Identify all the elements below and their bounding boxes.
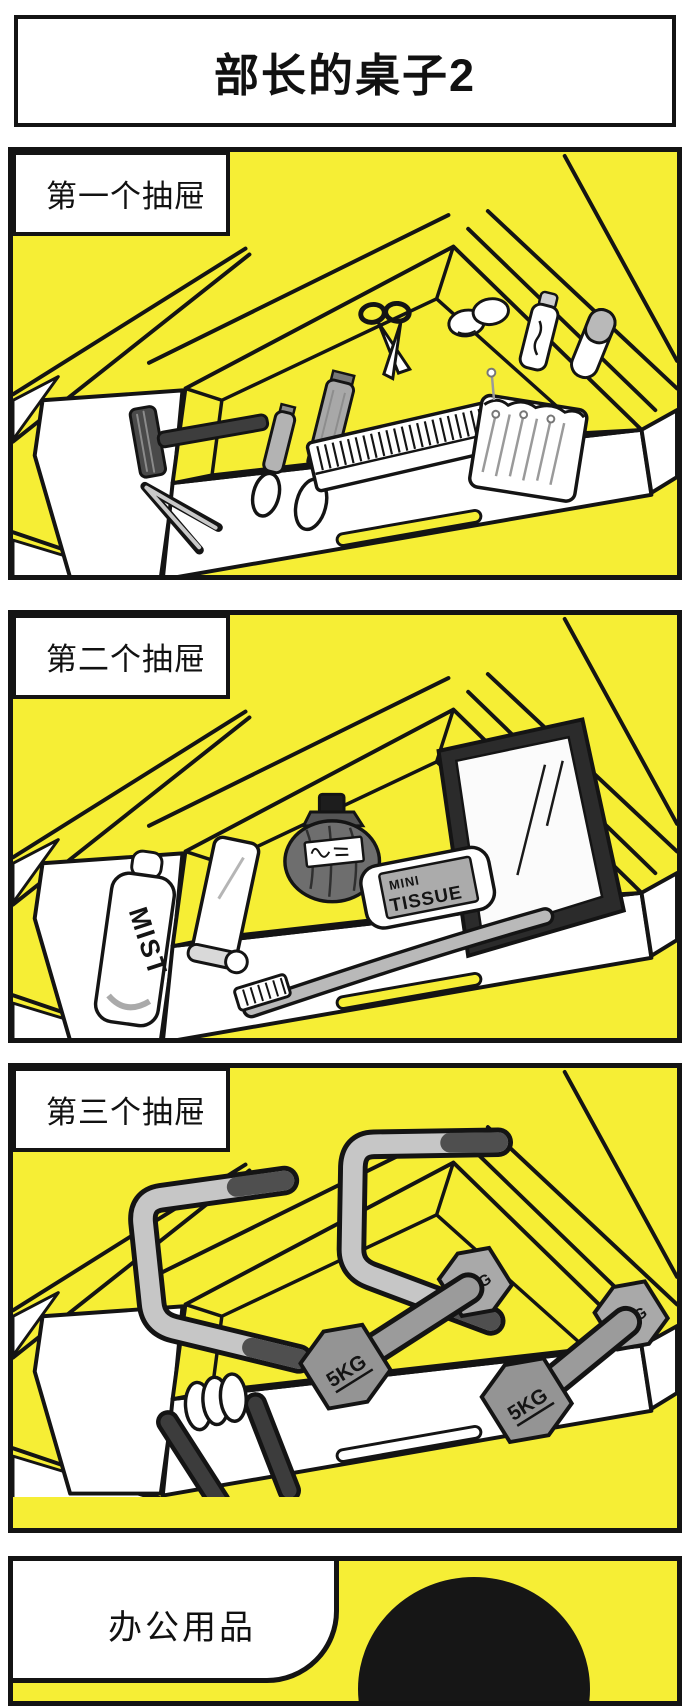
panel-third-drawer: 第三个抽屉 xyxy=(8,1063,682,1533)
tweezers xyxy=(140,481,223,555)
page-title: 部长的桌子2 xyxy=(213,49,477,101)
speech-bubble: 办公用品 xyxy=(13,1561,339,1683)
comic-title-box: 部长的桌子2 xyxy=(14,15,676,127)
pushup-bar-1 xyxy=(128,1165,314,1374)
cotton-swab-pack xyxy=(468,367,589,503)
panel-3-label-text: 第三个抽屉 xyxy=(46,1095,206,1130)
partial-caption: 办公用品 xyxy=(108,1609,256,1647)
person-head-silhouette xyxy=(358,1577,590,1701)
cream-tube xyxy=(518,290,560,372)
cologne-pouch xyxy=(283,792,382,904)
hand-gripper xyxy=(156,1372,302,1497)
drawer-2-illustration: MIST MINI TISSUE xyxy=(13,616,677,1038)
panel-1-label: 第一个抽屉 xyxy=(13,152,230,236)
panel-2-label-text: 第二个抽屉 xyxy=(46,642,206,677)
panel-2-label: 第二个抽屉 xyxy=(13,615,230,699)
toothbrush xyxy=(233,907,555,1019)
nail-clipper xyxy=(250,402,297,518)
drawer-1-illustration xyxy=(13,153,677,575)
dumbbell-2: 5KG 5KG xyxy=(479,1279,671,1445)
panel-fourth-partial: 办公用品 xyxy=(8,1556,682,1706)
cotton-pads xyxy=(447,297,510,338)
tissue-pack: MINI TISSUE xyxy=(359,845,497,930)
mist-bottle: MIST xyxy=(93,849,177,1028)
toothpaste-tube xyxy=(186,835,261,975)
razor xyxy=(128,405,270,479)
panel-second-drawer: 第二个抽屉 MIST xyxy=(8,610,682,1043)
drawer-3-illustration: 5KG 5KG 5KG 5KG xyxy=(13,1069,677,1497)
tissue-label-line1: MINI xyxy=(388,872,421,893)
panel-1-label-text: 第一个抽屉 xyxy=(46,179,206,214)
scissors xyxy=(358,300,413,381)
balm-stick xyxy=(570,308,617,380)
panel-3-label: 第三个抽屉 xyxy=(13,1068,230,1152)
panel-first-drawer: 第一个抽屉 xyxy=(8,147,682,580)
dumbbell-1: 5KG 5KG xyxy=(298,1245,515,1411)
